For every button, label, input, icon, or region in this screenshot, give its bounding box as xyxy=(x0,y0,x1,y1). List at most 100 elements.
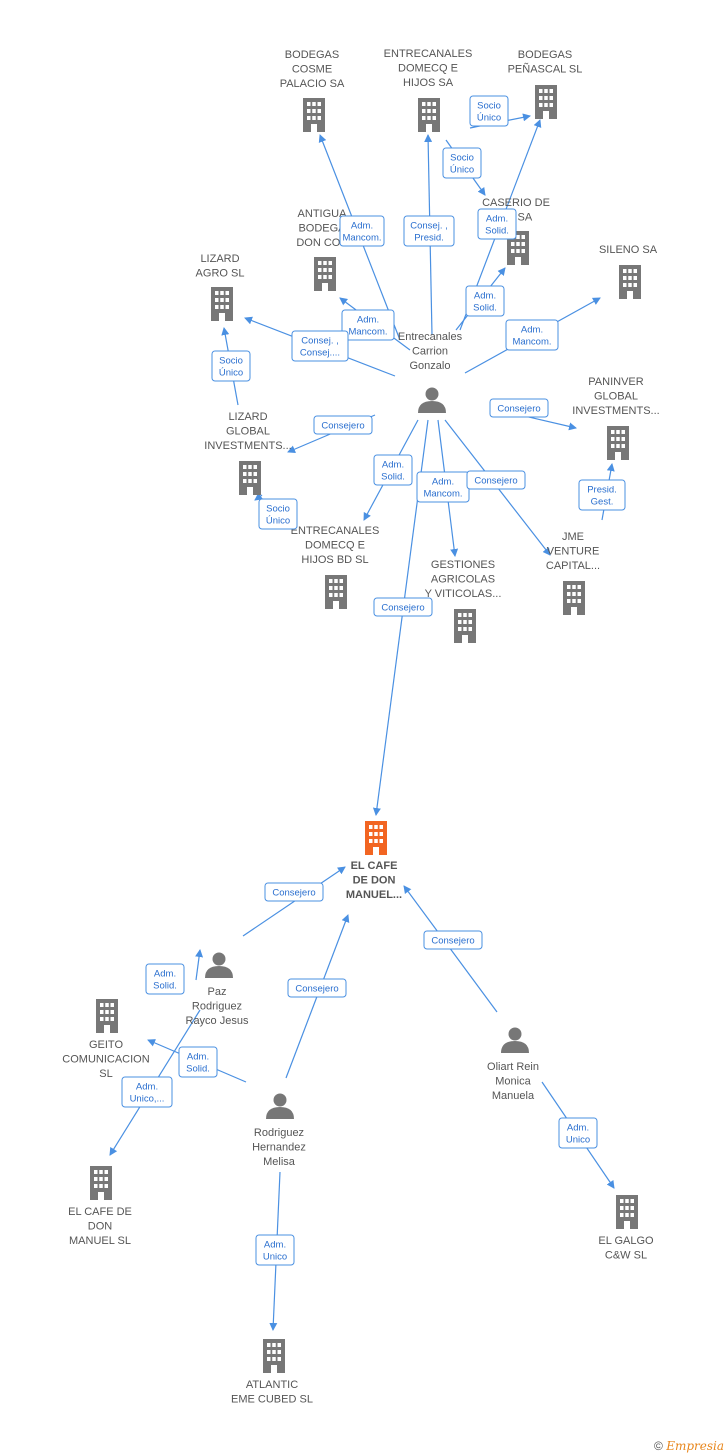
relation-badge-label: Solid. xyxy=(473,303,497,314)
node-label: C&W SL xyxy=(605,1250,647,1262)
relation-badge[interactable]: Presid.Gest. xyxy=(578,479,626,511)
building-icon[interactable] xyxy=(303,98,325,132)
relation-badge[interactable]: Consejero xyxy=(287,978,347,998)
relation-badge-label: Solid. xyxy=(153,981,177,992)
relation-badge-label: Consejero xyxy=(381,603,424,614)
relation-badge-label: Adm. xyxy=(486,214,508,225)
relation-badge[interactable]: Consejero xyxy=(489,398,549,418)
building-icon[interactable] xyxy=(211,287,233,321)
relation-badge[interactable]: Adm.Solid. xyxy=(145,963,185,995)
building-icon[interactable] xyxy=(263,1339,285,1373)
person-icon[interactable] xyxy=(501,1027,529,1054)
node-label: Gonzalo xyxy=(410,360,451,372)
relation-badge-label: Adm. xyxy=(382,460,404,471)
relation-badge-label: Gest. xyxy=(591,497,614,508)
person-icon[interactable] xyxy=(266,1093,294,1120)
relation-badge-label: Mancom. xyxy=(348,327,387,338)
relation-badge[interactable]: Adm.Solid. xyxy=(373,454,413,486)
node-label: COMUNICACION xyxy=(62,1054,149,1066)
node-label: BODEGAS xyxy=(518,49,572,61)
relation-badge-label: Consej.... xyxy=(300,348,340,359)
building-icon[interactable] xyxy=(616,1195,638,1229)
relation-badge[interactable]: Consejero xyxy=(313,415,373,435)
relation-badge[interactable]: Consejero xyxy=(264,882,324,902)
relation-badge-label: Único xyxy=(477,113,501,124)
relation-badge[interactable]: Adm.Solid. xyxy=(477,208,517,240)
company-node[interactable]: LIZARDGLOBALINVESTMENTS... xyxy=(204,411,292,495)
edges-layer xyxy=(109,113,615,1331)
relation-badge-label: Mancom. xyxy=(512,337,551,348)
node-label: Rodriguez xyxy=(192,1001,242,1013)
relation-badge-label: Adm. xyxy=(357,315,379,326)
relation-badge-label: Mancom. xyxy=(342,233,381,244)
building-icon[interactable] xyxy=(563,581,585,615)
node-label: BODEGA xyxy=(298,223,346,235)
node-label: ATLANTIC xyxy=(246,1379,298,1391)
relation-badge-label: Unico,... xyxy=(130,1094,165,1105)
building-icon[interactable] xyxy=(365,821,387,855)
building-icon[interactable] xyxy=(535,85,557,119)
relation-badge-label: Consejero xyxy=(474,476,517,487)
copyright-icon: © xyxy=(654,1439,663,1453)
node-label: GEITO xyxy=(89,1039,123,1051)
building-icon[interactable] xyxy=(418,98,440,132)
node-label: Rayco Jesus xyxy=(186,1015,249,1027)
relation-badge[interactable]: Adm.Mancom. xyxy=(339,215,385,247)
relation-badge-label: Consejero xyxy=(295,984,338,995)
building-icon[interactable] xyxy=(619,265,641,299)
relation-badge[interactable]: Adm.Solid. xyxy=(178,1046,218,1078)
node-label: Paz xyxy=(208,986,227,998)
badges-layer: Adm.Mancom.Consej. ,Presid.SocioÚnicoSoc… xyxy=(121,95,626,1266)
brand-logo[interactable]: Empresia xyxy=(666,1439,724,1453)
person-icon[interactable] xyxy=(418,387,446,414)
relation-badge-label: Consej. , xyxy=(301,336,339,347)
relation-badge[interactable]: Adm.Solid. xyxy=(465,285,505,317)
person-icon[interactable] xyxy=(205,952,233,979)
company-node[interactable]: JMEVENTURECAPITAL... xyxy=(546,531,600,615)
relation-badge[interactable]: Adm.Unico xyxy=(558,1117,598,1149)
node-label: GLOBAL xyxy=(594,391,638,403)
building-icon[interactable] xyxy=(454,609,476,643)
building-icon[interactable] xyxy=(607,426,629,460)
building-icon[interactable] xyxy=(314,257,336,291)
building-icon[interactable] xyxy=(239,461,261,495)
relation-badge[interactable]: Adm.Unico xyxy=(255,1234,295,1266)
relation-badge[interactable]: Adm.Unico,... xyxy=(121,1076,173,1108)
relation-badge[interactable]: Consej. ,Presid. xyxy=(403,215,455,247)
company-node[interactable]: SILENO SA xyxy=(599,244,658,299)
building-icon[interactable] xyxy=(96,999,118,1033)
relation-badge[interactable]: Adm.Mancom. xyxy=(416,471,470,503)
company-node[interactable]: PANINVERGLOBALINVESTMENTS... xyxy=(572,376,660,460)
building-icon[interactable] xyxy=(90,1166,112,1200)
building-icon[interactable] xyxy=(325,575,347,609)
relation-badge[interactable]: Adm.Mancom. xyxy=(341,309,395,341)
relation-badge[interactable]: Consejero xyxy=(466,470,526,490)
relation-badge[interactable]: Consejero xyxy=(423,930,483,950)
relation-badge[interactable]: Consejero xyxy=(373,597,433,617)
relation-badge-label: Consejero xyxy=(431,936,474,947)
relation-badge[interactable]: Adm.Mancom. xyxy=(505,319,559,351)
node-label: DON xyxy=(88,1221,113,1233)
relation-badge[interactable]: Consej. ,Consej.... xyxy=(291,330,349,362)
relation-badge-label: Consej. , xyxy=(410,221,448,232)
